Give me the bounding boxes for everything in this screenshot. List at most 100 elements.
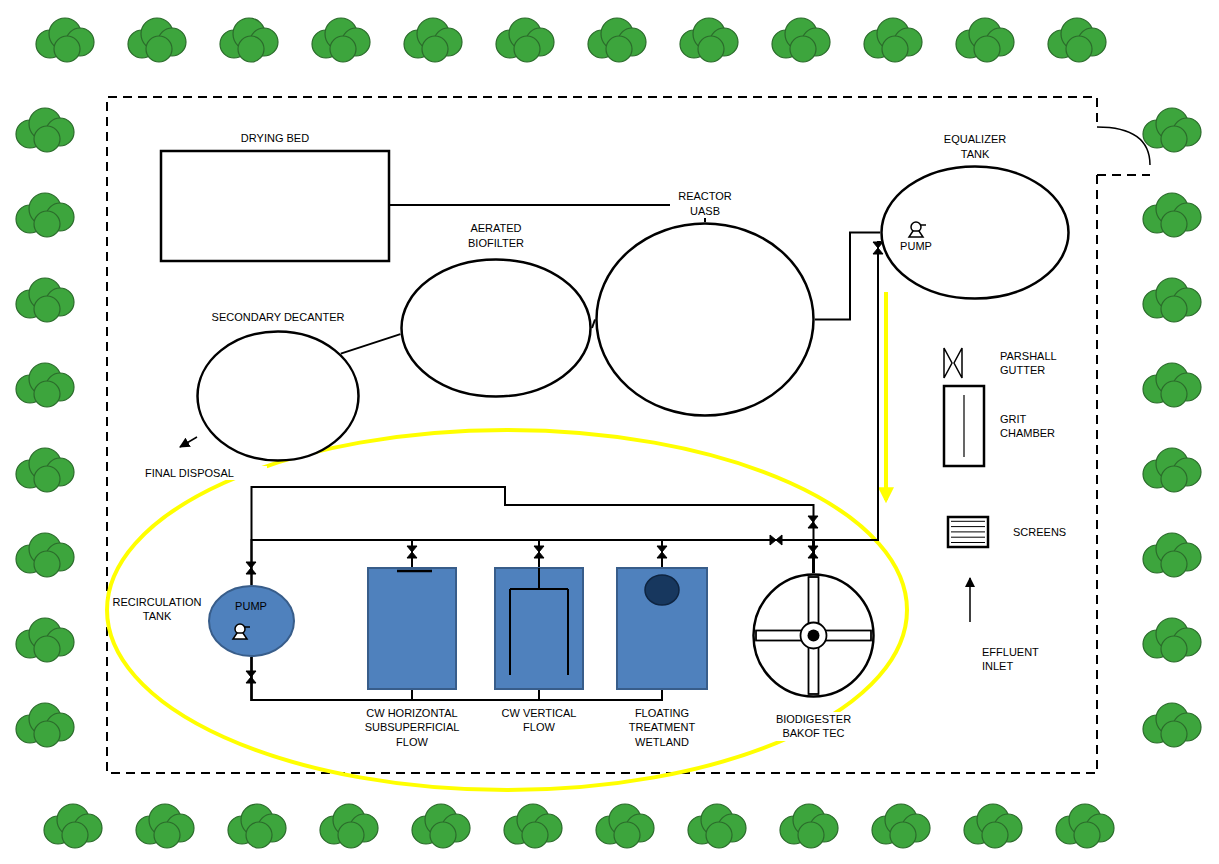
biofilter-tank: AERATED BIOFILTER — [400, 258, 592, 398]
tree-crown — [614, 822, 640, 848]
tank-outline — [209, 586, 294, 656]
pipe-connector — [390, 205, 705, 222]
valve-symbol — [770, 535, 782, 545]
node-label: CW VERTICAL FLOW — [494, 706, 584, 735]
node-label: BIODIGESTER BAKOF TEC — [764, 712, 864, 741]
digester-hub — [808, 630, 820, 642]
shape-outline — [616, 567, 708, 690]
equalizer-tank: EQUALIZER TANKPUMP — [880, 165, 1070, 300]
distribution-pipe — [397, 570, 432, 573]
tree-crown — [34, 126, 60, 152]
shape-outline — [196, 330, 360, 462]
shape-outline — [595, 222, 815, 417]
tree-crown — [338, 822, 364, 848]
tree-crown — [34, 211, 60, 237]
tank-outline — [754, 575, 874, 697]
tree-crown — [1161, 721, 1187, 747]
tank-outline — [198, 332, 359, 461]
valve-symbol — [407, 546, 417, 558]
pipe-connector — [814, 242, 881, 573]
node-label: GRIT CHAMBER — [1000, 412, 1070, 441]
tree-crown — [34, 466, 60, 492]
digester-hub — [801, 623, 827, 649]
tree-crown — [62, 822, 88, 848]
tree-crown — [790, 36, 816, 62]
box-outline — [161, 151, 389, 261]
node-label: DRYING BED — [215, 131, 335, 145]
screen-bar — [951, 542, 985, 543]
wetland-unit: CW HORIZONTAL SUBSUPERFICIAL FLOW — [367, 567, 457, 690]
node-label: CW HORIZONTAL SUBSUPERFICIAL FLOW — [357, 706, 467, 749]
node-label: EQUALIZER TANK — [935, 132, 1015, 161]
tree-crown — [34, 296, 60, 322]
tree-crown — [1161, 211, 1187, 237]
box-outline — [944, 386, 984, 466]
tree-crown — [1161, 466, 1187, 492]
drying-bed: DRYING BED — [160, 150, 390, 262]
unit-outline — [495, 568, 583, 689]
tank-outline — [882, 167, 1069, 299]
plan-label: FINAL DISPOSAL — [143, 466, 267, 480]
parshall-flume: PARSHALL GUTTER — [943, 347, 963, 379]
pipe-connector — [341, 334, 401, 354]
shape-outline — [880, 165, 1070, 300]
shape-outline — [208, 585, 295, 657]
biodigester: BIODIGESTER BAKOF TEC — [752, 573, 875, 698]
shape-outline — [752, 573, 875, 698]
shape-outline — [367, 567, 457, 690]
valve-symbol — [873, 242, 883, 254]
screen-bar — [951, 521, 985, 522]
tree-border — [16, 18, 1201, 848]
tree-crown — [890, 822, 916, 848]
node-label: RECIRCULATION TANK — [110, 595, 204, 624]
tree-crown — [34, 721, 60, 747]
unit-outline — [617, 568, 707, 689]
distribution-pipe — [510, 568, 568, 675]
shape-outline — [494, 567, 584, 690]
valve-symbol — [657, 546, 667, 558]
screen-box: SCREENS — [947, 516, 989, 548]
tree-crown — [974, 36, 1000, 62]
tree-crown — [882, 36, 908, 62]
valve-symbol — [534, 546, 544, 558]
shape-outline — [943, 347, 963, 379]
shape-outline — [943, 385, 985, 467]
tree-crown — [34, 381, 60, 407]
tree-crown — [34, 551, 60, 577]
tree-crown — [246, 822, 272, 848]
valve-symbol — [808, 516, 818, 528]
screen-bar — [951, 537, 985, 538]
tree-crown — [706, 822, 732, 848]
pipe-connector — [815, 233, 880, 320]
grit-line — [963, 395, 964, 457]
tree-crown — [1161, 296, 1187, 322]
tree-crown — [330, 36, 356, 62]
shape-outline — [400, 258, 592, 398]
shape-outline — [947, 516, 989, 548]
flume-symbol — [944, 348, 962, 378]
tree-crown — [1161, 126, 1187, 152]
tree-crown — [798, 822, 824, 848]
screen-bar — [951, 531, 985, 532]
gate-line — [1097, 174, 1150, 176]
node-label: PUMP — [231, 599, 271, 613]
digester-arm — [809, 577, 819, 694]
node-label: SCREENS — [1013, 525, 1093, 539]
node-label: FLOATING TREATMENT WETLAND — [617, 706, 707, 749]
grit-chamber: GRIT CHAMBER — [943, 385, 985, 467]
tank-outline — [597, 224, 814, 416]
wetland-unit: FLOATING TREATMENT WETLAND — [616, 567, 708, 690]
pump-symbol — [921, 224, 926, 226]
pump-symbol — [245, 626, 250, 628]
tree-crown — [698, 36, 724, 62]
decanter-tank: SECONDARY DECANTER — [196, 330, 360, 462]
valve-symbol — [246, 562, 256, 574]
recirculation-tank: RECIRCULATION TANKPUMP — [208, 585, 295, 657]
box-outline — [948, 517, 988, 547]
gate-arc — [1097, 127, 1150, 165]
valve-symbol — [246, 671, 256, 683]
tree-crown — [1161, 551, 1187, 577]
tree-crown — [34, 636, 60, 662]
pump-symbol — [909, 231, 923, 237]
node-label: PARSHALL GUTTER — [1000, 349, 1070, 378]
